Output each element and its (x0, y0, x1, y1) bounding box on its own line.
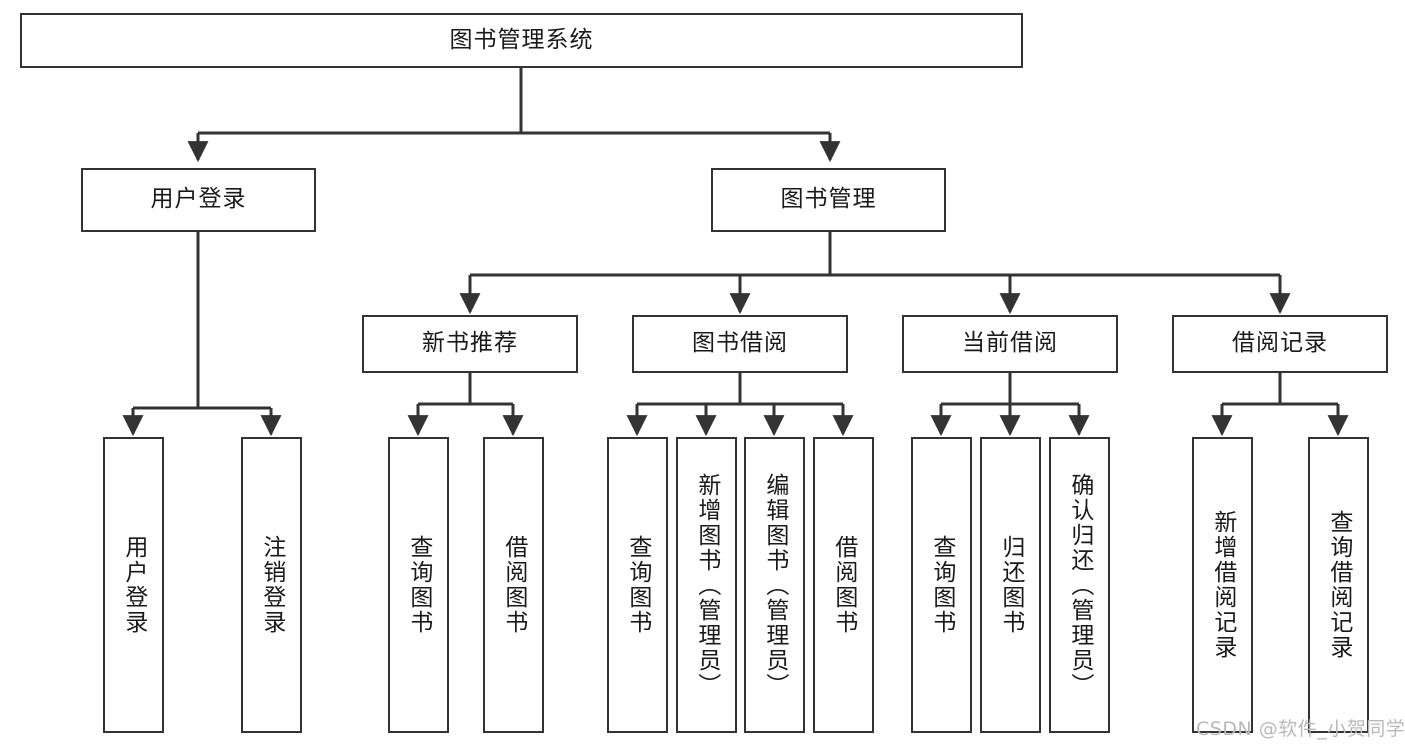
leaf-user-login-signin[interactable]: 用户登录 (103, 437, 164, 733)
leaf-record-query-record[interactable]: 查询借阅记录 (1308, 437, 1369, 733)
leaf-recommend-borrow-book[interactable]: 借阅图书 (483, 437, 544, 733)
node-book-management[interactable]: 图书管理 (711, 168, 946, 232)
node-label: 当前借阅 (962, 330, 1058, 357)
node-new-book-recommend[interactable]: 新书推荐 (362, 315, 578, 373)
node-label: 查询图书 (624, 535, 651, 635)
leaf-current-query-book[interactable]: 查询图书 (911, 437, 972, 733)
node-current-borrow[interactable]: 当前借阅 (902, 315, 1118, 373)
watermark: CSDN @软件_小贺同学 (1196, 718, 1405, 740)
leaf-borrow-query-book[interactable]: 查询图书 (607, 437, 668, 733)
node-label: 确认归还（管理员） (1066, 472, 1093, 698)
node-label: 查询图书 (405, 535, 432, 635)
leaf-current-confirm-return[interactable]: 确认归还（管理员） (1049, 437, 1110, 733)
leaf-borrow-edit-book[interactable]: 编辑图书（管理员） (744, 437, 805, 733)
node-label: 新增借阅记录 (1209, 510, 1236, 660)
node-user-login[interactable]: 用户登录 (81, 168, 316, 232)
node-label: 注销登录 (258, 535, 285, 635)
node-label: 用户登录 (150, 186, 247, 213)
node-label: 图书管理系统 (449, 26, 594, 53)
leaf-user-login-signout[interactable]: 注销登录 (241, 437, 302, 733)
node-label: 图书管理 (780, 186, 877, 213)
leaf-borrow-borrow-book[interactable]: 借阅图书 (813, 437, 874, 733)
node-label: 图书借阅 (692, 330, 788, 357)
node-root-system[interactable]: 图书管理系统 (20, 13, 1023, 68)
node-label: 借阅图书 (500, 535, 527, 635)
node-label: 用户登录 (120, 535, 147, 635)
node-label: 借阅记录 (1232, 330, 1328, 357)
node-label: 新增图书（管理员） (693, 472, 720, 698)
node-label: 归还图书 (997, 535, 1024, 635)
node-borrow-record[interactable]: 借阅记录 (1172, 315, 1388, 373)
node-label: 查询借阅记录 (1325, 510, 1352, 660)
node-label: 查询图书 (928, 535, 955, 635)
node-label: 编辑图书（管理员） (761, 472, 788, 698)
node-book-borrow[interactable]: 图书借阅 (632, 315, 848, 373)
node-label: 新书推荐 (422, 330, 518, 357)
leaf-recommend-query-book[interactable]: 查询图书 (388, 437, 449, 733)
leaf-borrow-add-book[interactable]: 新增图书（管理员） (676, 437, 737, 733)
leaf-record-add-record[interactable]: 新增借阅记录 (1192, 437, 1253, 733)
node-label: 借阅图书 (830, 535, 857, 635)
leaf-current-return-book[interactable]: 归还图书 (980, 437, 1041, 733)
